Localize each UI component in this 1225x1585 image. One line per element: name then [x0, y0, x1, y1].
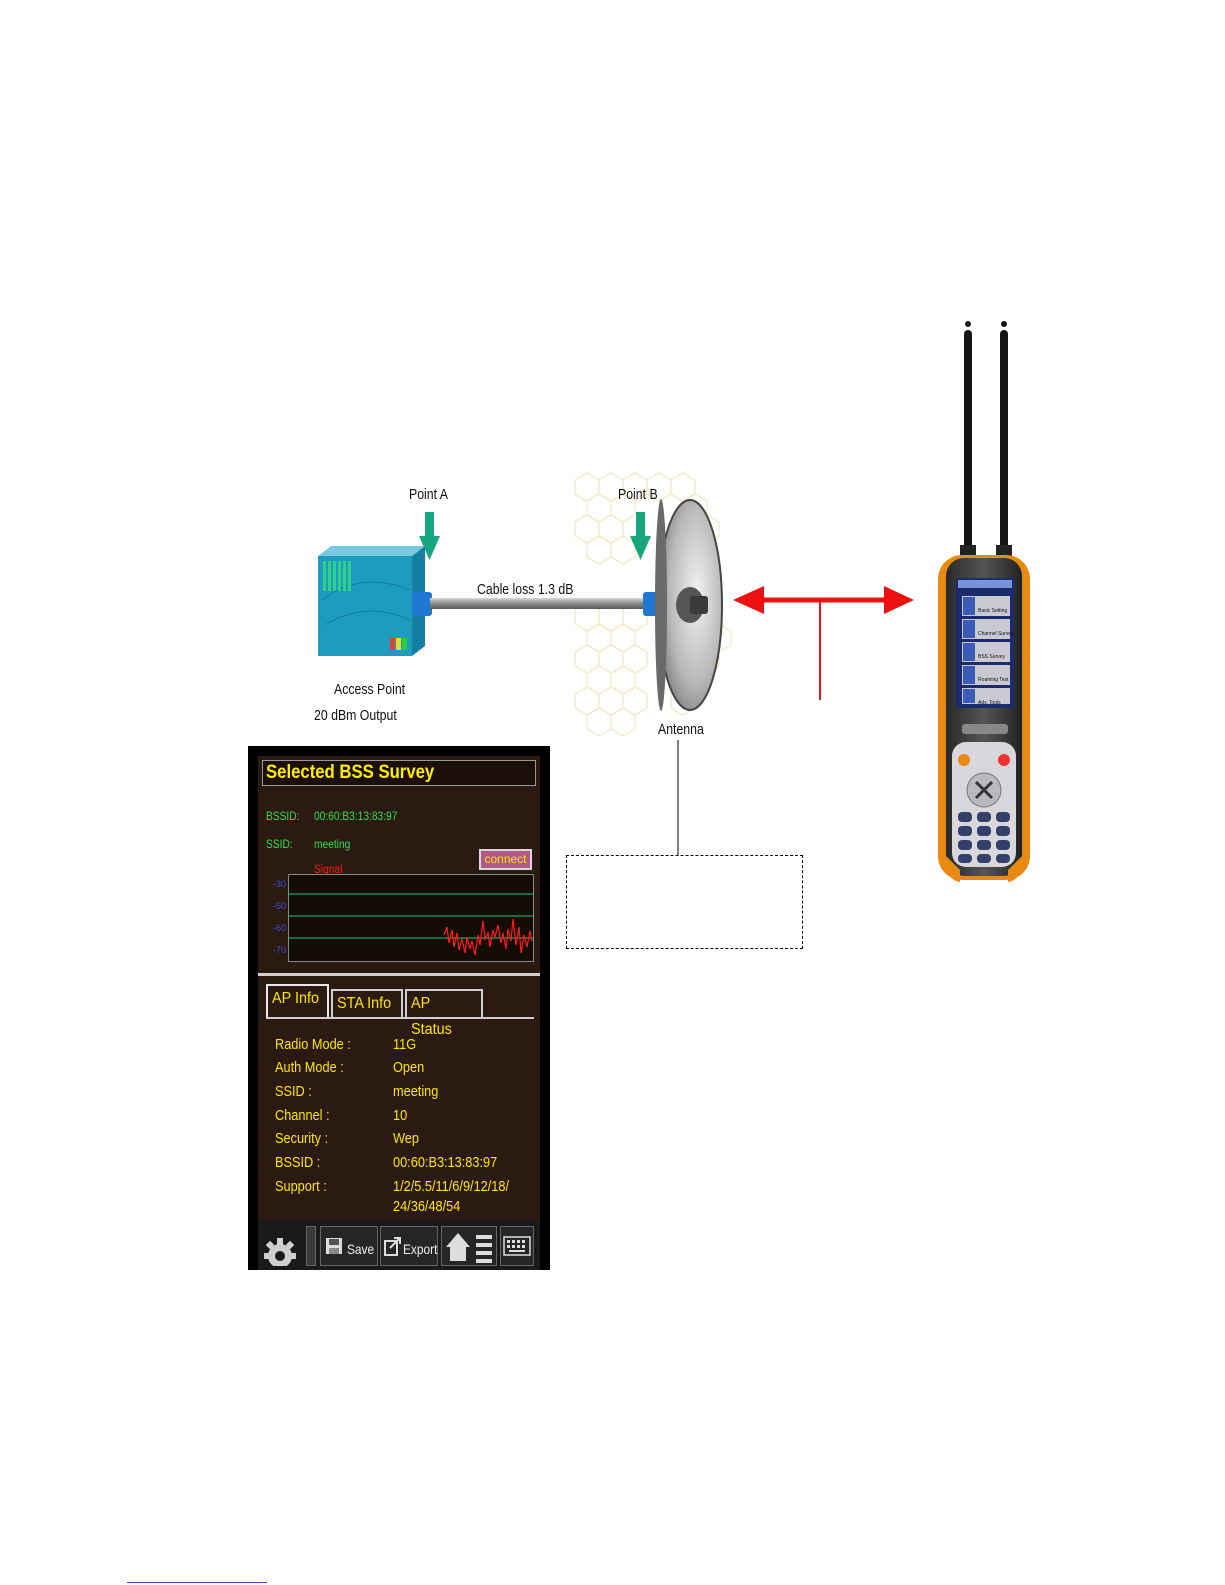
info-key: Support : — [275, 1178, 327, 1195]
signal-label: Signal — [314, 862, 343, 876]
handheld-menu-item: Roaming Test — [978, 677, 1009, 683]
export-icon — [384, 1237, 401, 1256]
ssid-label: SSID: — [266, 837, 293, 851]
antenna-label: Antenna — [658, 721, 704, 738]
handheld-menu-item: Channel Survey — [978, 631, 1014, 637]
info-value: 00:60:B3:13:83:97 — [393, 1154, 498, 1171]
info-key: SSID : — [275, 1083, 312, 1100]
tab-sta-info[interactable]: STA Info — [331, 989, 403, 1018]
bidirectional-link-arrow-icon — [733, 586, 914, 700]
signal-graph-plot — [289, 893, 533, 956]
home-icon — [446, 1233, 492, 1263]
tab-sta-info-label: STA Info — [337, 995, 392, 1012]
info-value: Open — [393, 1059, 425, 1076]
info-value: Wep — [393, 1130, 419, 1147]
save-button[interactable]: Save — [320, 1226, 378, 1266]
graph-axis-tick: -30 — [273, 879, 287, 889]
tab-ap-info-label: AP Info — [272, 990, 319, 1007]
tab-ap-status[interactable]: AP Status — [405, 989, 483, 1038]
signal-graph — [288, 874, 534, 962]
gear-icon — [264, 1238, 296, 1268]
bssid-label: BSSID: — [266, 809, 300, 823]
info-key: Channel : — [275, 1107, 330, 1124]
info-key: Security : — [275, 1130, 329, 1147]
graph-axis: -30 -50 -60 -70 — [273, 873, 289, 961]
info-value: 1/2/5.5/11/6/9/12/18/ — [393, 1178, 510, 1195]
cable-loss-label: Cable loss 1.3 dB — [477, 581, 574, 598]
tab-underline — [266, 1017, 534, 1019]
cable — [412, 592, 659, 616]
battery-icon — [306, 1226, 316, 1266]
signal-trace — [443, 918, 533, 956]
save-label: Save — [347, 1241, 375, 1257]
keyboard-icon — [503, 1236, 531, 1256]
info-value: meeting — [393, 1083, 439, 1100]
graph-axis-tick: -50 — [273, 901, 287, 911]
access-point-label: Access Point — [334, 681, 406, 698]
info-value: 10 — [393, 1107, 408, 1124]
settings-button[interactable] — [260, 1226, 304, 1268]
handheld-menu-item: Basic Setting — [978, 608, 1008, 614]
info-tabs: AP Info STA Info AP Status — [266, 982, 534, 1038]
bss-survey-body: Selected BSS Survey BSSID: 00:60:B3:13:8… — [258, 756, 540, 1270]
screen-separator — [258, 973, 540, 976]
graph-axis-tick: -60 — [273, 923, 287, 933]
export-button[interactable]: Export — [380, 1226, 438, 1266]
info-key: Auth Mode : — [275, 1059, 344, 1076]
footnote-rule — [127, 1582, 267, 1583]
antenna-dish — [655, 499, 723, 711]
handheld-menu: Basic Setting Channel Survey BSS Survey … — [978, 600, 1014, 715]
hex-backdrop — [574, 472, 732, 737]
point-b-label: Point B — [618, 486, 658, 503]
connect-button[interactable]: connect — [479, 849, 532, 870]
info-value-continued: 24/36/48/54 — [393, 1198, 461, 1215]
info-value: 11G — [393, 1036, 417, 1053]
handheld-menu-item: Adv. Tools — [978, 700, 1001, 706]
tab-ap-status-label: AP Status — [411, 995, 452, 1038]
home-button[interactable] — [441, 1226, 497, 1266]
screen-title-text: Selected BSS Survey — [266, 762, 435, 783]
export-label: Export — [403, 1241, 438, 1257]
list-icon — [476, 1235, 492, 1263]
graph-axis-tick: -70 — [273, 945, 287, 955]
handheld-menu-item: BSS Survey — [978, 654, 1005, 660]
access-point-output-label: 20 dBm Output — [314, 707, 397, 724]
point-b-arrow-icon — [630, 512, 651, 560]
ssid-value: meeting — [314, 837, 351, 851]
handheld-tester — [938, 321, 1030, 882]
info-key: Radio Mode : — [275, 1036, 351, 1053]
floppy-icon — [326, 1238, 342, 1254]
point-a-label: Point A — [409, 486, 448, 503]
point-a-arrow-icon — [419, 512, 440, 560]
keyboard-button[interactable] — [500, 1226, 534, 1266]
antenna-callout-box — [566, 855, 803, 949]
bss-survey-screen: Selected BSS Survey BSSID: 00:60:B3:13:8… — [248, 746, 550, 1270]
tab-ap-info[interactable]: AP Info — [266, 984, 329, 1018]
screen-title: Selected BSS Survey — [262, 760, 536, 786]
bssid-value: 00:60:B3:13:83:97 — [314, 809, 398, 823]
bottom-toolbar: Save Export — [258, 1220, 540, 1270]
info-key: BSSID : — [275, 1154, 321, 1171]
access-point-device — [318, 546, 425, 656]
